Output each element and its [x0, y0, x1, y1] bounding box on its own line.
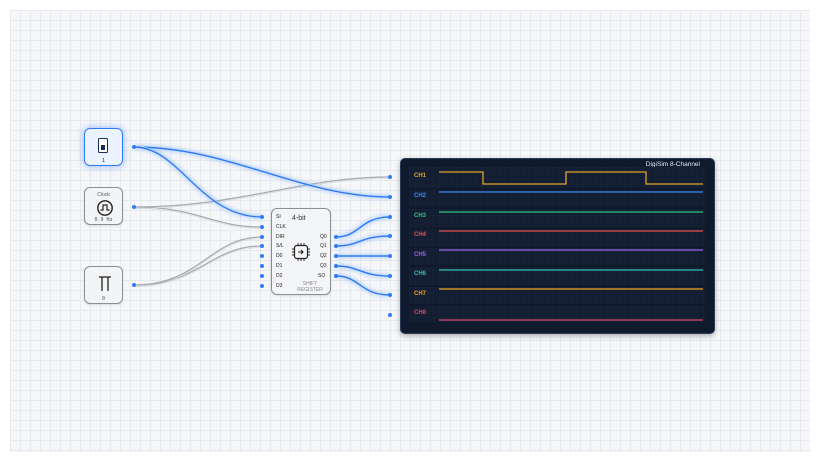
wire-q1-ch4 [335, 235, 391, 247]
channel-label-ch6: CH6 [414, 271, 427, 277]
sr-input-d3: D3 [276, 283, 283, 289]
sr-input-d1: D1 [276, 263, 283, 269]
sr-pin-d3[interactable] [260, 284, 264, 288]
switch-output-pin[interactable] [132, 145, 136, 149]
toggle-switch[interactable]: 1 [84, 128, 123, 166]
wire-switch-ch2 [133, 146, 391, 198]
sr-pin-d2[interactable] [260, 274, 264, 278]
channel-label-ch2: CH2 [414, 193, 427, 199]
sr-pin-q2[interactable] [334, 254, 338, 258]
sr-pin-d0[interactable] [260, 254, 264, 258]
sr-pin-q3[interactable] [334, 264, 338, 268]
sr-output-q3: Q3 [320, 263, 327, 269]
analyzer-pin-ch1[interactable] [388, 175, 392, 179]
shift-register-subtitle-1: SHIFT [302, 281, 318, 287]
ch1-trace [439, 171, 703, 185]
clock-output-pin[interactable] [132, 205, 136, 209]
push-button[interactable]: 0 [84, 266, 123, 304]
analyzer-pin-ch8[interactable] [388, 313, 392, 317]
sr-pin-q1[interactable] [334, 244, 338, 248]
wire-switch-si [133, 146, 263, 218]
sr-input-si: SI [276, 214, 281, 220]
sr-pin-si[interactable] [260, 215, 264, 219]
wire-pulse-dir [133, 236, 263, 286]
sr-pin-dir[interactable] [260, 235, 264, 239]
sr-input-d0: D0 [276, 253, 283, 259]
sr-pin-so[interactable] [334, 274, 338, 278]
sr-pin-sl[interactable] [260, 244, 264, 248]
sr-output-q1: Q1 [320, 243, 327, 249]
wire-q0-ch3 [335, 216, 391, 238]
shift-register-title: 4-bit [292, 215, 306, 222]
analyzer-display [409, 167, 705, 322]
clock-frequency: 0.9 Hz [94, 217, 113, 223]
active-wires[interactable] [133, 146, 391, 296]
pulse-icon [99, 276, 111, 291]
inactive-wires[interactable] [133, 176, 391, 286]
wire-so-ch7 [335, 275, 391, 296]
analyzer-pin-ch2[interactable] [388, 195, 392, 199]
pulse-output-pin[interactable] [132, 283, 136, 287]
sr-output-q2: Q2 [320, 253, 327, 259]
analyzer-pin-ch7[interactable] [388, 293, 392, 297]
switch-value: 1 [101, 158, 105, 164]
channel-label-ch8: CH8 [414, 310, 427, 316]
switch-icon [98, 138, 108, 153]
analyzer-title: DigiSim 8-Channel [645, 161, 700, 168]
clock-source[interactable]: Clock 0.9 Hz [84, 187, 123, 225]
wire-pulse-sl [133, 245, 263, 286]
wire-q3-ch6 [335, 265, 391, 277]
clock-wave-icon [97, 200, 113, 216]
wire-clock-ch1 [133, 176, 391, 208]
channel-label-ch5: CH5 [414, 252, 427, 258]
sr-pin-q0[interactable] [334, 235, 338, 239]
sr-input-clk: CLK [276, 224, 286, 230]
sr-pin-d1[interactable] [260, 264, 264, 268]
shift-register[interactable]: 4-bit SHIFT REGISTER [271, 208, 331, 295]
channel-label-ch4: CH4 [414, 232, 427, 238]
clock-title: Clock [97, 192, 110, 198]
analyzer-pin-ch5[interactable] [388, 254, 392, 258]
analyzer-pin-ch3[interactable] [388, 215, 392, 219]
sr-input-sl: S/L [276, 243, 284, 249]
channel-label-ch1: CH1 [414, 173, 427, 179]
sr-output-so: SO [318, 273, 326, 279]
channel-label-ch3: CH3 [414, 213, 427, 219]
sr-pin-clk[interactable] [260, 225, 264, 229]
analyzer-pin-ch6[interactable] [388, 274, 392, 278]
channel-label-ch7: CH7 [414, 291, 427, 297]
pulse-value: 0 [101, 296, 105, 302]
sr-output-q0: Q0 [320, 234, 327, 240]
chip-icon [292, 243, 310, 261]
channel-traces [439, 171, 703, 321]
analyzer-pin-ch4[interactable] [388, 234, 392, 238]
wire-clock-clk [133, 206, 263, 228]
sr-input-d2: D2 [276, 273, 283, 279]
sr-input-dir: DIR [276, 234, 285, 240]
shift-register-subtitle-2: REGISTER [297, 287, 323, 293]
